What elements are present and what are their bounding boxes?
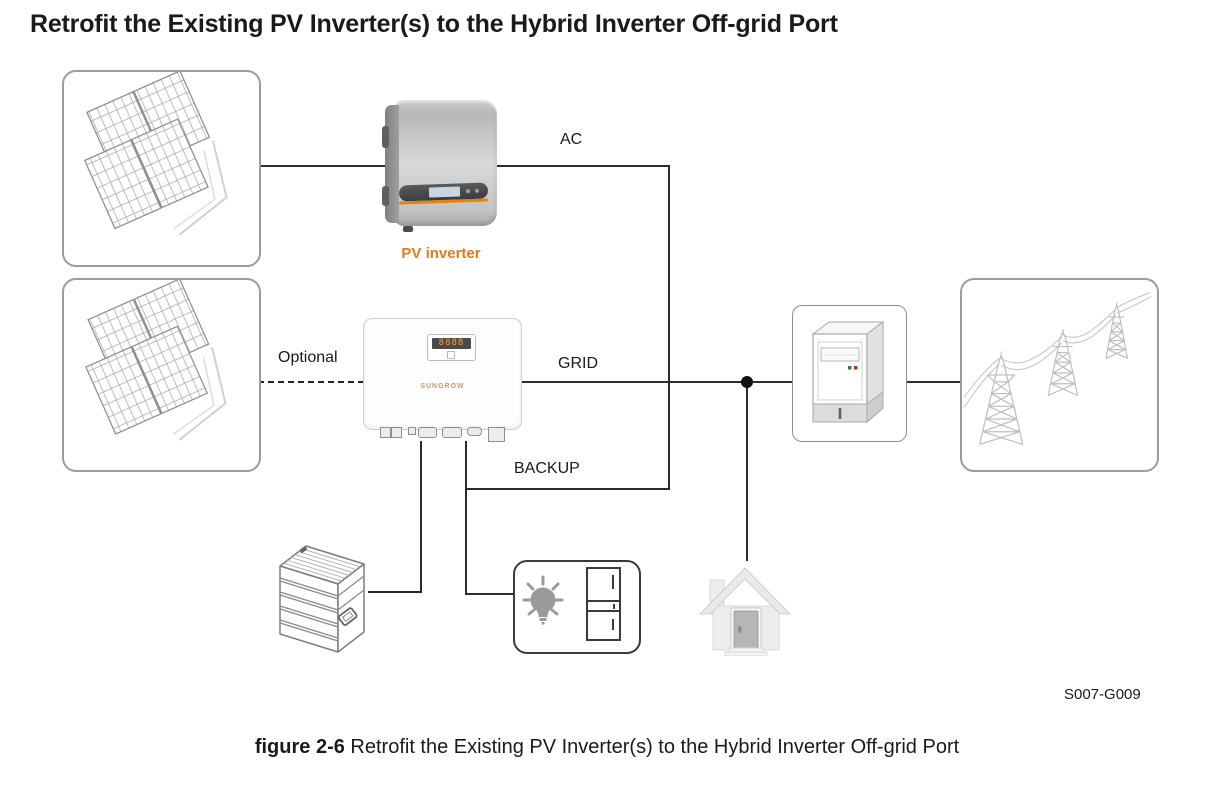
energy-meter-icon (811, 321, 885, 424)
port-icon (380, 427, 391, 438)
wire-optional-dashed (258, 381, 364, 383)
utility-grid-box (960, 278, 1159, 472)
figure-caption-number: figure 2-6 (254, 736, 345, 758)
wire-meter-to-grid (905, 381, 960, 383)
label-ac: AC (560, 131, 583, 148)
led-icon (474, 188, 480, 193)
brand-logo: SUNGROW (420, 383, 465, 390)
label-grid: GRID (558, 355, 598, 372)
wire-pv1-to-pvinverter (257, 165, 390, 167)
port-icon (442, 427, 462, 438)
figure-caption-text: Retrofit the Existing PV Inverter(s) to … (344, 736, 960, 758)
wire-grid (519, 381, 793, 383)
wire-ac-down (668, 165, 670, 490)
wire-backup-down (465, 441, 467, 595)
port-icon (408, 427, 416, 435)
hybrid-display: 8888 (427, 334, 476, 361)
refrigerator-icon (586, 567, 621, 641)
pv-array-box-bottom (62, 278, 261, 472)
hybrid-inverter-device: 8888 SUNGROW (363, 318, 522, 444)
battery-icon (279, 545, 365, 653)
wire-battery-down (420, 441, 422, 593)
wire-to-house (746, 381, 748, 561)
hybrid-inverter-body: 8888 SUNGROW (363, 318, 522, 430)
house-icon (698, 567, 792, 656)
pv-inverter-device (382, 100, 497, 232)
loads-box (513, 560, 641, 654)
lcd-display-icon (429, 186, 460, 198)
display-button-icon (447, 351, 455, 359)
led-icon (465, 189, 471, 194)
port-icon (391, 427, 402, 438)
pv-inverter-body (394, 100, 497, 226)
dc-connector-icon (382, 126, 389, 148)
drawing-code: S007-G009 (1064, 686, 1141, 703)
dc-switch-icon (488, 427, 505, 442)
junction-dot (741, 376, 753, 388)
label-backup: BACKUP (514, 460, 580, 477)
label-optional: Optional (278, 349, 338, 366)
port-icon (467, 427, 482, 436)
energy-meter-box (792, 305, 907, 442)
pv-array-icon (83, 70, 228, 236)
loads-icons (522, 567, 621, 641)
wire-to-battery (368, 591, 422, 593)
display-digits: 8888 (432, 338, 471, 349)
wire-ac (492, 165, 670, 167)
pv-array-icon (85, 278, 227, 441)
port-icon (418, 427, 437, 438)
label-pv-inverter: PV inverter (401, 245, 481, 262)
page-title: Retrofit the Existing PV Inverter(s) to … (30, 10, 838, 38)
wire-to-loads (465, 593, 515, 595)
dc-connector-icon (382, 186, 389, 206)
device-foot (403, 226, 413, 232)
light-bulb-icon (522, 575, 564, 616)
pv-array-box-top (62, 70, 261, 267)
transmission-towers-icon (963, 292, 1152, 446)
figure-caption: figure 2-6 Retrofit the Existing PV Inve… (0, 736, 1214, 759)
wire-backup (465, 488, 670, 490)
